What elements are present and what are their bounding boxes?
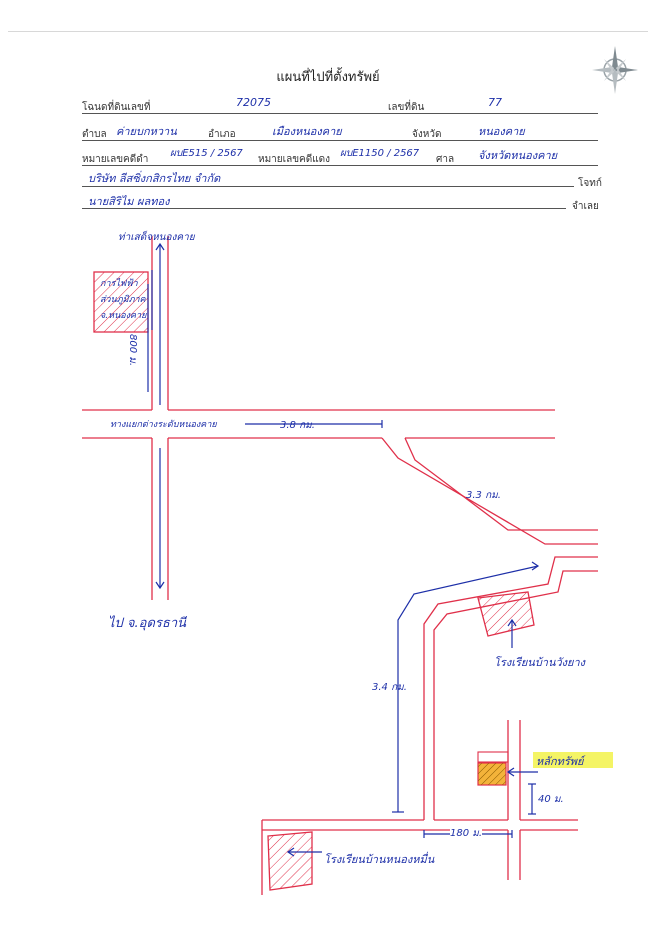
compass-icon: [592, 46, 638, 94]
plaintiff-value: บริษัท ลีสซิ่งกสิกรไทย จำกัด: [88, 172, 221, 185]
dist-3-8-label: 3.8 กม.: [280, 420, 315, 431]
defendant-label: จำเลย: [572, 201, 599, 212]
tambon-label: ตำบล: [82, 129, 107, 140]
property-label: หลักทรัพย์: [536, 755, 584, 768]
document-title: แผนที่ไปที่ตั้งทรัพย์: [276, 70, 380, 85]
province-value: หนองคาย: [478, 125, 525, 138]
dist-800-label: 800 ม.: [127, 334, 138, 367]
court-value: จังหวัดหนองคาย: [478, 149, 558, 162]
dist-3-3-label: 3.3 กม.: [466, 490, 501, 501]
row5-underline: [82, 208, 566, 209]
power-office-line1: การไฟฟ้า: [100, 279, 138, 289]
row4-underline: [82, 186, 574, 187]
road-lines: [82, 236, 598, 895]
amphoe-value: เมืองหนองคาย: [272, 125, 342, 138]
property-label-highlight: [533, 752, 613, 768]
row1-underline: [82, 113, 598, 114]
black-case-value: ผบE515 / 2567: [170, 148, 243, 159]
top-direction-label: ท่าเสด็จหนองคาย: [118, 232, 195, 243]
row3-underline: [82, 165, 598, 166]
route-arrows: [147, 242, 540, 857]
power-office-line2: ส่วนภูมิภาค: [100, 295, 146, 305]
school1-box: [477, 591, 535, 637]
deed-label: โฉนดที่ดินเลขที่: [82, 102, 151, 113]
black-case-label: หมายเลขคดีดำ: [82, 154, 149, 165]
land-no-value: 77: [488, 96, 502, 109]
province-label: จังหวัด: [412, 129, 442, 140]
dist-3-4-label: 3.4 กม.: [372, 682, 407, 693]
school1-label: โรงเรียนบ้านวังยาง: [494, 656, 586, 669]
court-label: ศาล: [436, 154, 455, 165]
property-hatch: [478, 763, 506, 785]
land-no-label: เลขที่ดิน: [388, 102, 425, 113]
top-divider: [8, 31, 648, 32]
row2-underline: [82, 140, 598, 141]
school2-box: [267, 831, 313, 891]
dist-180-label: 180 ม.: [450, 826, 483, 841]
red-case-value: ผบE1150 / 2567: [340, 148, 420, 159]
dist-40-label: 40 ม.: [538, 794, 564, 805]
to-udon-label: ไป จ.อุดรธานี: [108, 616, 187, 631]
junction-label: ทางแยกต่างระดับหนองคาย: [110, 420, 217, 430]
school2-label: โรงเรียนบ้านหนองหมื่น: [324, 853, 435, 866]
red-case-label: หมายเลขคดีแดง: [258, 154, 331, 165]
property-plot-outline: [477, 751, 509, 763]
tambon-value: ค่ายบกหวาน: [116, 125, 177, 138]
deed-value: 72075: [236, 96, 271, 109]
power-office-box: [93, 271, 149, 333]
plaintiff-label: โจทก์: [578, 178, 602, 189]
defendant-value: นายสิริไม ผลทอง: [88, 195, 170, 208]
amphoe-label: อำเภอ: [208, 129, 236, 140]
power-office-line3: จ.หนองคาย: [100, 311, 147, 321]
